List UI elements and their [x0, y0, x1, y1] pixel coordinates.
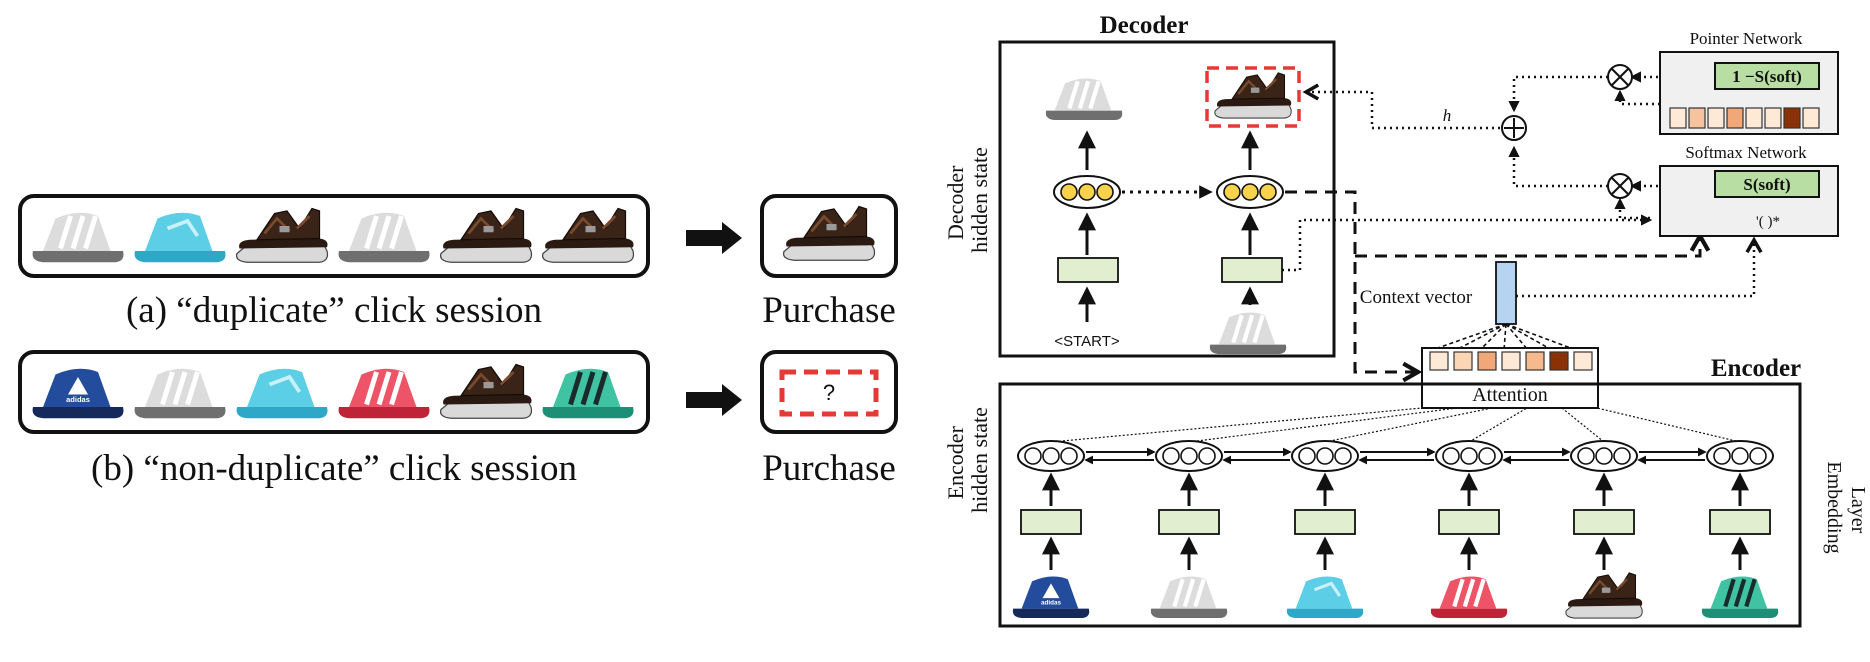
slide-grey-icon	[134, 368, 226, 419]
slide-navy-icon: adidas	[32, 368, 124, 419]
slide-grey-icon	[338, 212, 430, 263]
pointer-gate-box	[1714, 62, 1820, 90]
decoder-output-item-2	[1214, 72, 1292, 119]
pointer-weight-strip	[1669, 107, 1820, 129]
slide-cyan-icon	[236, 368, 328, 419]
pointer-network-title: Pointer Network	[1690, 29, 1803, 48]
attention-label: Attention	[1472, 384, 1548, 406]
unknown-purchase-dashed-box	[779, 369, 879, 417]
encoder-embedding-box	[1573, 509, 1635, 535]
purchase-label-a: Purchase	[762, 290, 896, 331]
decoder-title: Decoder	[1100, 12, 1189, 39]
decoder-side-label: Decoder hidden state	[943, 147, 992, 253]
slide-grey-icon	[1209, 312, 1287, 355]
decoder-box	[998, 40, 1336, 358]
decoder-input-item	[1209, 312, 1287, 355]
slide-teal-icon	[542, 368, 634, 419]
caption-non-duplicate-session: (b) “non-duplicate” click session	[91, 448, 577, 489]
session-a-box	[18, 194, 650, 278]
slide-cyan-icon	[134, 212, 226, 263]
context-vector-label: Context vector	[1360, 287, 1473, 308]
encoder-columns: adidas	[1012, 407, 1779, 619]
slide-navy-icon: adidas	[1012, 576, 1090, 619]
decoder-embedding-box-2	[1221, 257, 1283, 283]
embedding-layer-label: Embedding Layer	[1823, 461, 1869, 558]
decoder-hidden-node-1	[1053, 175, 1121, 209]
softmax-gate-label: S(soft)	[1743, 175, 1790, 194]
sandal-brown-icon	[439, 363, 533, 419]
encoder-box	[998, 382, 1802, 628]
sandal-brown-icon	[1565, 572, 1643, 619]
session-a-items	[32, 207, 635, 263]
encoder-side-label: Encoder hidden state	[943, 407, 992, 513]
caption-duplicate-session: (a) “duplicate” click session	[126, 290, 542, 331]
decoder-block: Decoder Decoder hidden state	[943, 12, 1336, 358]
h-label: h	[1443, 106, 1452, 125]
sandal-brown-icon	[782, 205, 876, 261]
encoder-embedding-box	[1158, 509, 1220, 535]
encoder-embedding-box	[1438, 509, 1500, 535]
purchase-a-item	[782, 205, 876, 261]
multiply-node-pointer	[1607, 64, 1633, 90]
softmax-gate-box	[1714, 170, 1820, 198]
session-b-items: adidas	[32, 363, 634, 419]
arrow-session-a	[686, 222, 742, 254]
slide-cyan-icon	[1286, 576, 1364, 619]
encoder-embedding-box	[1294, 509, 1356, 535]
decoder-output-item-1	[1045, 78, 1123, 121]
left-panel: adidas ? (a) “duplicate” click session (…	[18, 194, 898, 489]
sandal-brown-icon	[541, 207, 635, 263]
encoder-hidden-node	[1155, 440, 1223, 472]
sandal-brown-icon	[439, 207, 533, 263]
multiply-node-softmax	[1607, 173, 1633, 199]
slide-grey-icon	[32, 212, 124, 263]
encoder-hidden-node	[1291, 440, 1359, 472]
predicted-item-dashed-box	[1205, 66, 1301, 128]
pointer-gate-label: 1 −S(soft)	[1732, 67, 1802, 86]
sandal-brown-icon	[1214, 72, 1292, 119]
slide-red-icon	[338, 368, 430, 419]
purchase-label-b: Purchase	[762, 448, 896, 489]
svg-text:adidas: adidas	[1041, 599, 1061, 606]
context-vector-bar	[1495, 261, 1517, 325]
softmax-formula: '( )*	[1756, 214, 1780, 230]
unknown-purchase-mark: ?	[823, 380, 835, 405]
encoder-embedding-box	[1020, 509, 1082, 535]
sandal-brown-icon	[235, 207, 329, 263]
encoder-hidden-node	[1570, 440, 1638, 472]
plus-node	[1501, 115, 1527, 141]
decoder-embedding-box-1	[1057, 257, 1119, 283]
context-dashes	[1431, 323, 1577, 351]
start-token: <START>	[1054, 333, 1120, 350]
encoder-hidden-node	[1706, 440, 1774, 472]
softmax-network-title: Softmax Network	[1685, 143, 1807, 162]
slide-red-icon	[1430, 576, 1508, 619]
slide-grey-icon	[1150, 576, 1228, 619]
encoder-embedding-box	[1709, 509, 1771, 535]
encoder-block: Encoder Encoder hidden state Embedding L…	[943, 355, 1869, 628]
networks: Pointer Network 1 −S(soft) Softmax Netwo…	[1501, 29, 1839, 237]
encoder-hidden-node	[1017, 440, 1085, 472]
session-b-box	[18, 350, 650, 434]
arrow-session-b	[686, 384, 742, 416]
slide-grey-icon	[1045, 78, 1123, 121]
slide-teal-icon	[1701, 576, 1779, 619]
encoder-hidden-node	[1435, 440, 1503, 472]
attention-block: Context vector Attention	[1360, 261, 1599, 409]
decoder-hidden-node-2	[1216, 175, 1284, 209]
svg-text:adidas: adidas	[66, 395, 90, 404]
encoder-title: Encoder	[1711, 355, 1801, 382]
attention-weight-strip	[1429, 351, 1593, 371]
